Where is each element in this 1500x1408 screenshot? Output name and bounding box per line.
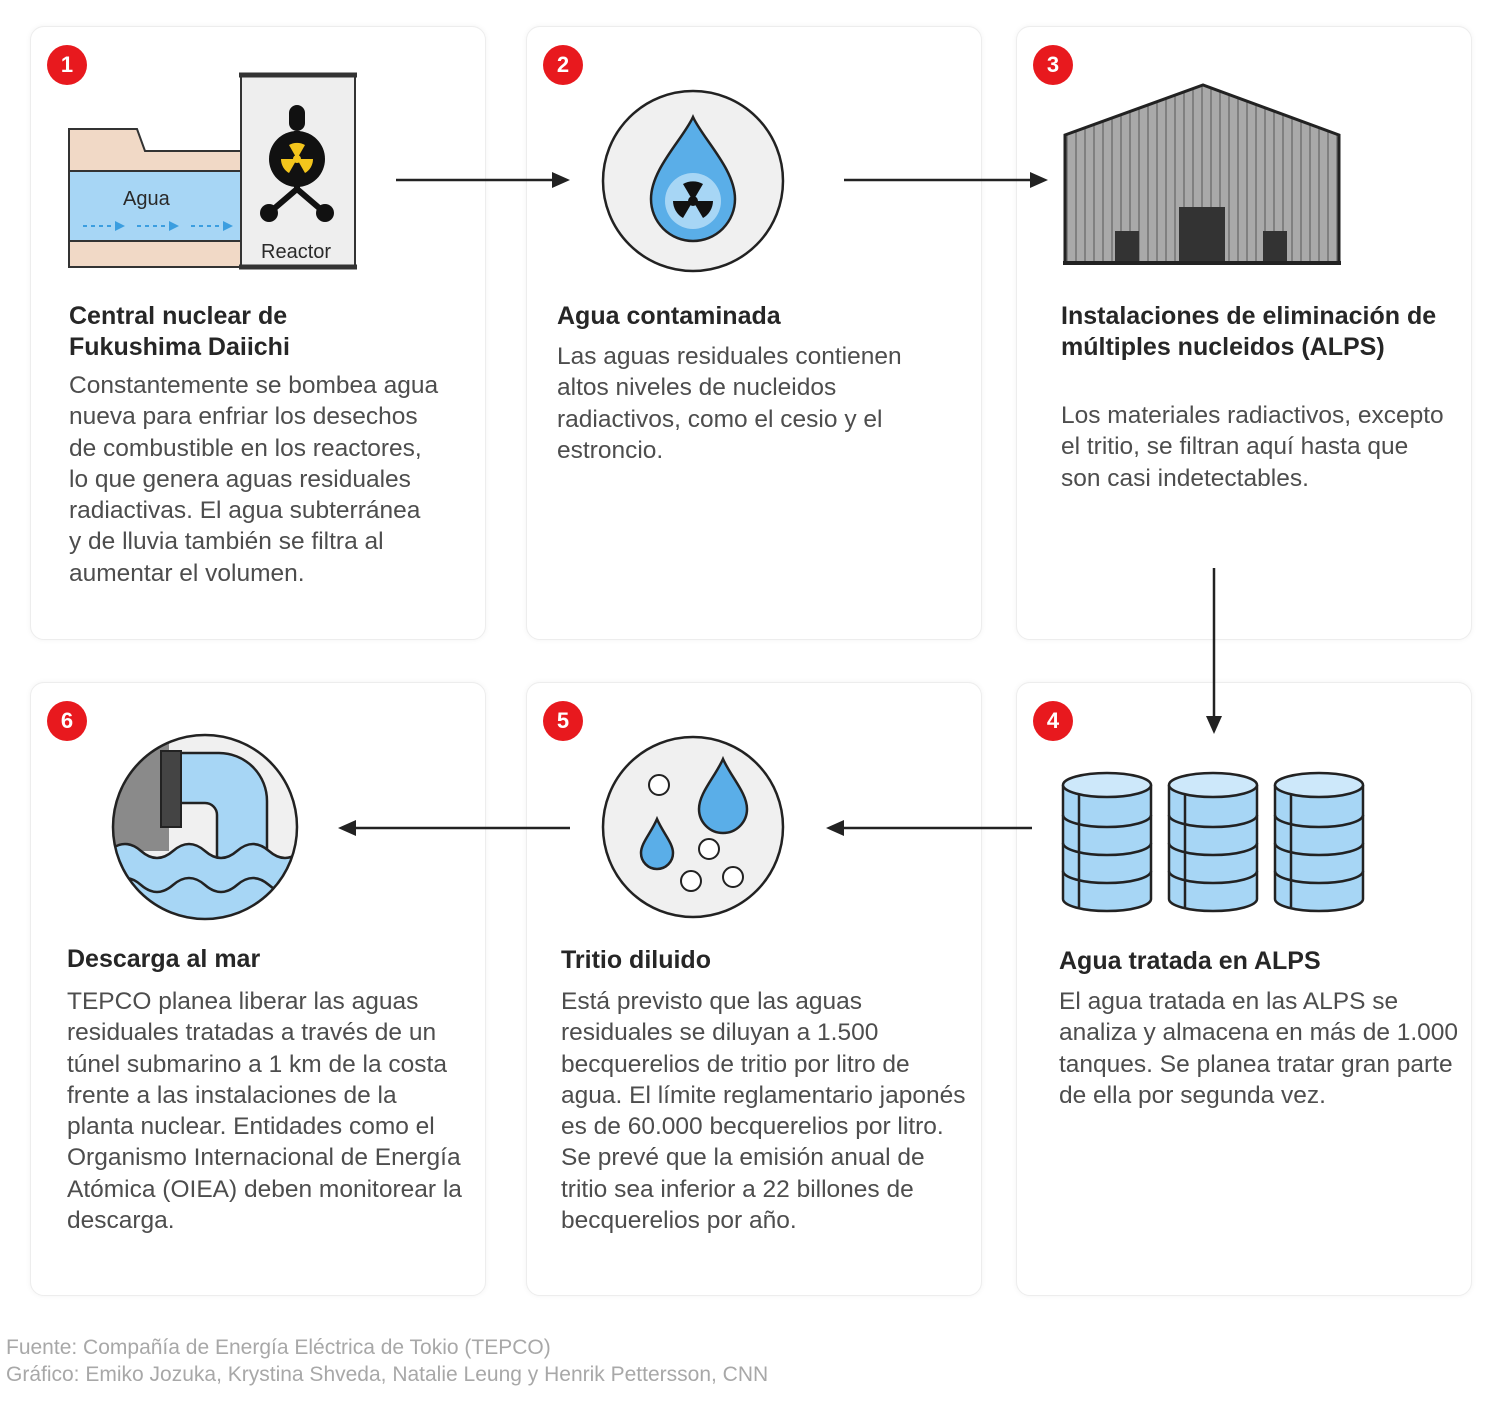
step-card-1: 1 Agua Re bbox=[30, 26, 486, 640]
reactor-building-icon: Agua Reactor bbox=[68, 72, 357, 270]
radioactive-water-drop-icon bbox=[601, 89, 785, 273]
step-title: Central nuclear de Fukushima Daiichi bbox=[69, 302, 290, 361]
step-number-badge: 2 bbox=[543, 45, 583, 85]
step-card-6: 6 Descarga al mar TEPCO planea liberar l… bbox=[30, 682, 486, 1296]
flow-arrow-1-to-2 bbox=[396, 172, 570, 188]
warehouse-icon bbox=[1063, 83, 1341, 265]
step-number-badge: 5 bbox=[543, 701, 583, 741]
flow-arrow-2-to-3 bbox=[844, 172, 1048, 188]
step-description: Las aguas residuales contienen altos niv… bbox=[557, 343, 902, 464]
step-description: TEPCO planea liberar las aguas residuale… bbox=[67, 988, 462, 1235]
step-title: Agua contaminada bbox=[557, 302, 781, 330]
step-title: Instalaciones de eliminación de múltiple… bbox=[1061, 302, 1437, 361]
step-card-3: 3 Instalaciones de eliminación de múltip… bbox=[1016, 26, 1472, 640]
step-number-badge: 6 bbox=[47, 701, 87, 741]
step-description: Constantemente se bombea agua nueva para… bbox=[69, 372, 439, 587]
step-description: Está previsto que las aguas residuales s… bbox=[561, 988, 966, 1235]
diluted-drops-icon bbox=[601, 735, 785, 919]
source-note: Fuente: Compañía de Energía Eléctrica de… bbox=[6, 1336, 551, 1359]
sea-discharge-pipe-icon bbox=[111, 733, 299, 921]
flow-arrow-3-to-4 bbox=[1206, 568, 1222, 734]
step-title: Agua tratada en ALPS bbox=[1059, 947, 1321, 975]
step-description: Los materiales radiactivos, excepto el t… bbox=[1061, 402, 1444, 492]
step-card-4: 4 Agua tratada en ALPS El agua bbox=[1016, 682, 1472, 1296]
flow-arrow-5-to-6 bbox=[338, 820, 570, 836]
step-number-badge: 1 bbox=[47, 45, 87, 85]
step-title: Tritio diluido bbox=[561, 946, 711, 974]
step-number-badge: 3 bbox=[1033, 45, 1073, 85]
reactor-label: Reactor bbox=[261, 241, 331, 263]
flow-arrow-4-to-5 bbox=[826, 820, 1032, 836]
step-number-badge: 4 bbox=[1033, 701, 1073, 741]
step-title: Descarga al mar bbox=[67, 945, 261, 973]
credits-note: Gráfico: Emiko Jozuka, Krystina Shveda, … bbox=[6, 1363, 769, 1386]
step-card-2: 2 Agua contaminada Las aguas residuales … bbox=[526, 26, 982, 640]
step-card-5: 5 Tritio diluido Está previsto que las a… bbox=[526, 682, 982, 1296]
water-tanks-icon bbox=[1061, 771, 1365, 913]
step-description: El agua tratada en las ALPS se analiza y… bbox=[1059, 988, 1459, 1109]
water-label: Agua bbox=[123, 188, 171, 210]
